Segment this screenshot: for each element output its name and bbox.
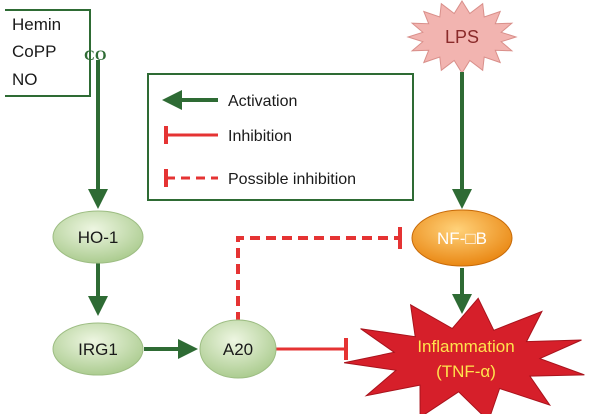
- legend: Activation Inhibition Possible inhibitio…: [147, 73, 414, 201]
- ho1-label: HO-1: [78, 228, 119, 247]
- irg1-node: IRG1: [52, 322, 144, 376]
- nfkb-ellipse: [411, 209, 513, 267]
- ho1-node: HO-1: [52, 210, 144, 264]
- inducers-group: Hemin CoPP NO CO: [5, 9, 107, 97]
- inducer-hemin: Hemin: [12, 15, 61, 34]
- inflammation-starburst-shape: [343, 297, 585, 414]
- a20-label: A20: [223, 340, 253, 359]
- legend-box: [147, 73, 414, 201]
- inflammation-subtitle: (TNF-α): [436, 362, 496, 381]
- a20-ellipse: [199, 319, 277, 379]
- lps-label: LPS: [445, 27, 479, 47]
- nfkb-node: NF-□B: [411, 209, 513, 267]
- inducer-no: NO: [12, 70, 38, 89]
- inducer-co: CO: [84, 48, 107, 64]
- nfkb-label: NF-□B: [437, 229, 487, 248]
- inflammation-label: Inflammation: [417, 337, 514, 356]
- irg1-label: IRG1: [78, 340, 118, 359]
- a20-node: A20: [199, 319, 277, 379]
- a20-to-nfkb-possible-inhibition: [236, 236, 400, 322]
- legend-activation-label: Activation: [228, 93, 297, 110]
- inflammation-node: Inflammation (TNF-α): [343, 297, 585, 414]
- ho1-ellipse: [52, 210, 144, 264]
- lps-node: LPS: [406, 0, 518, 74]
- irg1-ellipse: [52, 322, 144, 376]
- inducer-copp: CoPP: [12, 42, 56, 61]
- legend-inhibition-label: Inhibition: [228, 128, 292, 145]
- legend-possible-inhibition-label: Possible inhibition: [228, 171, 356, 188]
- inducers-bracket: [5, 9, 91, 97]
